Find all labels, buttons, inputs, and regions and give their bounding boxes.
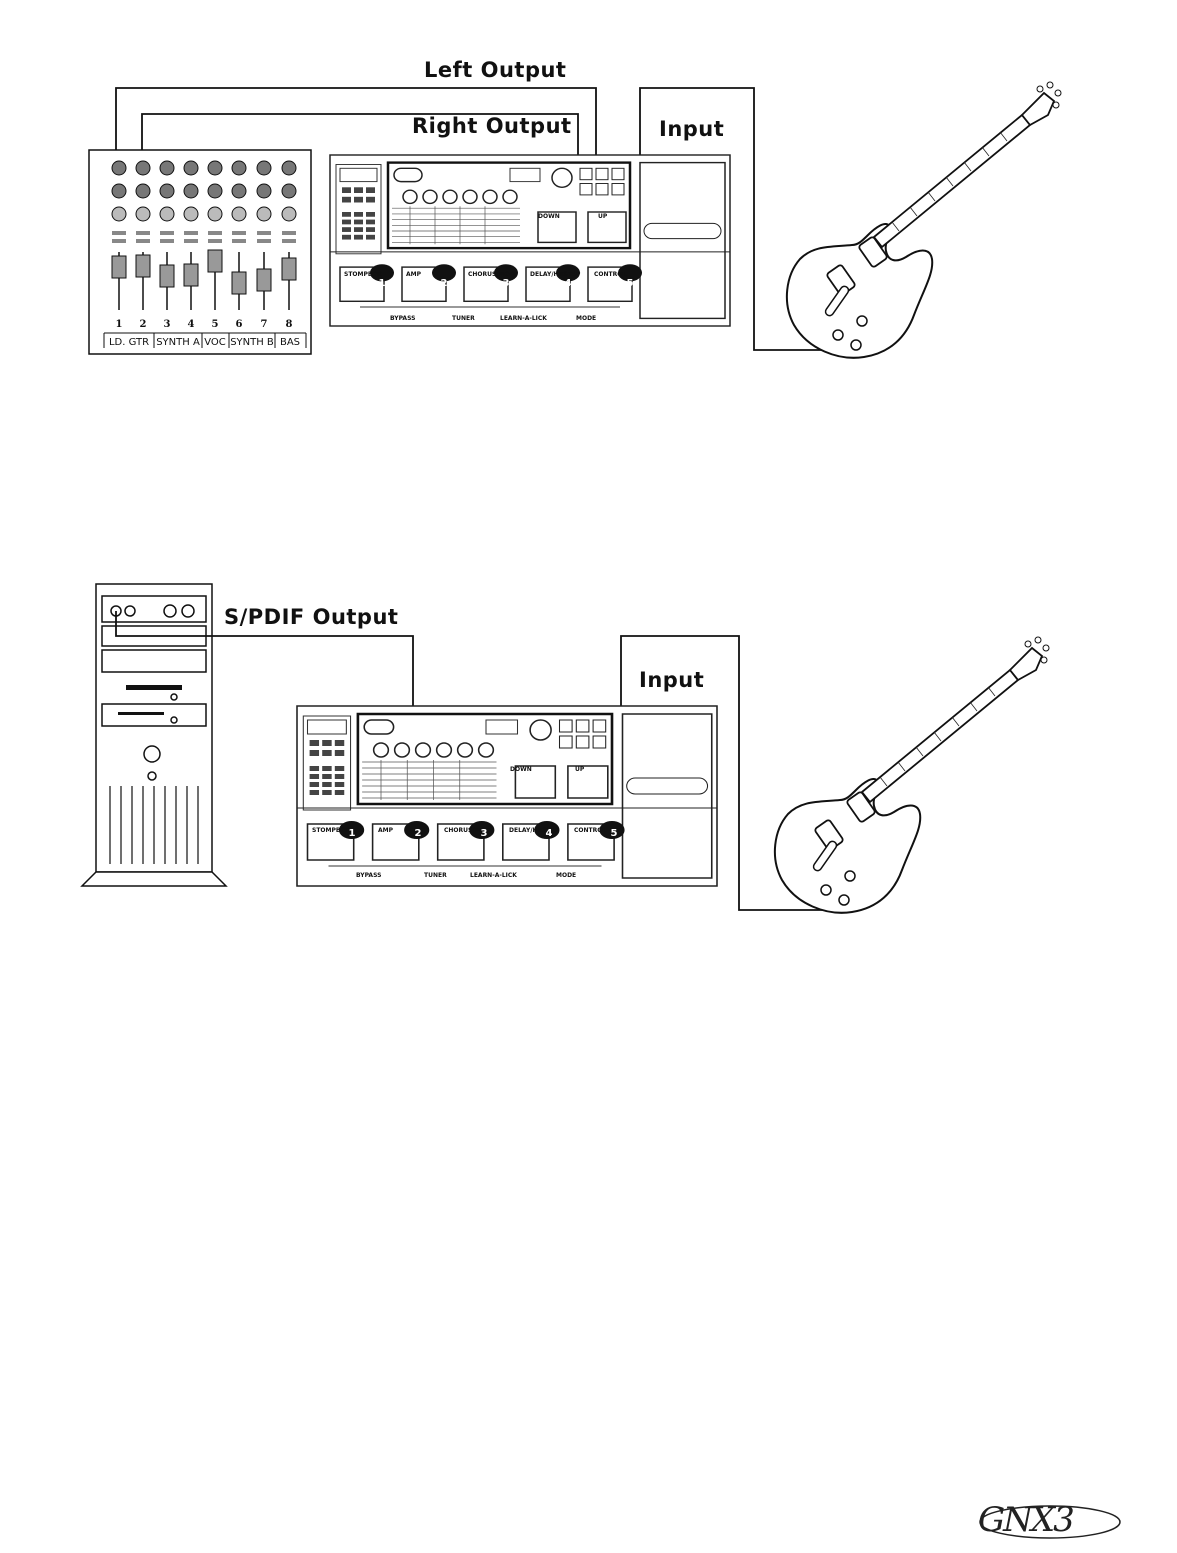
channel-number: 8 — [286, 319, 293, 330]
footswitch-number: 4 — [565, 278, 572, 289]
function-label: BYPASS — [390, 315, 415, 322]
mixer: 1 2 3 4 5 6 7 8 LD. GTR SYNTH A VOC SYNT… — [89, 150, 311, 354]
channel-number: 1 — [116, 319, 123, 330]
function-label: TUNER — [424, 872, 447, 879]
channel-name: SYNTH B — [230, 337, 274, 348]
function-label: MODE — [556, 872, 576, 879]
channel-name: SYNTH A — [156, 337, 200, 348]
footswitch-label: CONTROL — [594, 271, 626, 278]
footswitch-label: CONTROL — [574, 827, 606, 834]
gnx3-logo: GNX3 — [978, 1500, 1073, 1540]
function-label: MODE — [576, 315, 596, 322]
gnx3-unit-2 — [297, 706, 717, 886]
footswitch-number: 5 — [627, 278, 634, 289]
channel-number: 3 — [164, 319, 171, 330]
footswitch-number: 2 — [415, 828, 422, 839]
function-label: BYPASS — [356, 872, 381, 879]
channel-number: 5 — [212, 319, 219, 330]
footswitch-label: AMP — [378, 827, 394, 834]
footswitch-label: CHORUS/MOD — [468, 271, 515, 278]
gnx3-unit-1 — [330, 155, 730, 326]
footswitch-number: 4 — [546, 828, 553, 839]
channel-name: BAS — [280, 337, 300, 348]
nav-label-down: DOWN — [538, 213, 560, 220]
footswitch-number: 5 — [611, 828, 618, 839]
guitar-2 — [775, 637, 1049, 913]
footswitch-number: 1 — [349, 828, 356, 839]
channel-number: 7 — [261, 319, 268, 330]
function-label: TUNER — [452, 315, 475, 322]
nav-label-down: DOWN — [510, 766, 532, 773]
footswitch-label: DELAY/HUSTAP — [530, 271, 581, 278]
left-output-cable — [116, 88, 596, 155]
channel-number: 6 — [236, 319, 243, 330]
footswitch-number: 2 — [441, 278, 448, 289]
function-label: LEARN-A-LICK — [470, 872, 517, 879]
guitar-1 — [787, 82, 1061, 358]
channel-name: VOC — [204, 337, 226, 348]
channel-number: 2 — [140, 319, 147, 330]
nav-label-up: UP — [598, 213, 608, 220]
footswitch-number: 1 — [379, 278, 386, 289]
footswitch-label: STOMPBOX — [344, 271, 382, 278]
footswitch-number: 3 — [503, 278, 510, 289]
function-label: LEARN-A-LICK — [500, 315, 547, 322]
footswitch-label: AMP — [406, 271, 422, 278]
footswitch-number: 3 — [481, 828, 488, 839]
channel-name: LD. GTR — [109, 337, 149, 348]
right-output-cable — [142, 114, 578, 155]
channel-number: 4 — [188, 319, 195, 330]
footswitch-label: STOMPBOX — [312, 827, 350, 834]
nav-label-up: UP — [575, 766, 585, 773]
